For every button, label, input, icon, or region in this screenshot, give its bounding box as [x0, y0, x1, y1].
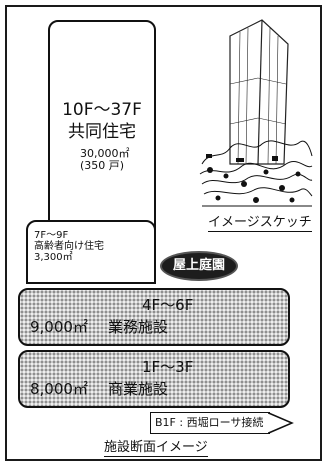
elderly-floors-label: 7F〜9F — [34, 230, 69, 241]
arrow-right-icon — [268, 412, 294, 434]
commercial-block: 1F〜3F 8,000㎡ 商業施設 — [18, 350, 290, 408]
section-caption: 施設断面イメージ — [104, 440, 208, 457]
tower-use-label: 共同住宅 — [68, 122, 136, 142]
residential-tower-block: 10F〜37F 共同住宅 30,000㎡ (350 戸) — [48, 20, 156, 248]
basement-label: B1F : 西堀ローサ接続 — [150, 412, 270, 434]
office-area-label: 9,000㎡ — [30, 318, 88, 336]
commercial-area-label: 8,000㎡ — [30, 380, 88, 398]
commercial-floors-label: 1F〜3F — [142, 358, 194, 376]
office-use-label: 業務施設 — [108, 318, 169, 336]
roof-garden-badge: 屋上庭園 — [160, 251, 238, 281]
basement-connection-arrow: B1F : 西堀ローサ接続 — [150, 412, 296, 434]
tower-floors-label: 10F〜37F — [62, 100, 142, 120]
tower-area-label: 30,000㎡ — [80, 147, 130, 160]
tower-units-label: (350 戸) — [80, 159, 125, 172]
office-floors-label: 4F〜6F — [142, 296, 194, 314]
elderly-use-label: 高齢者向け住宅 — [34, 241, 104, 252]
commercial-use-label: 商業施設 — [108, 380, 169, 398]
elderly-housing-block: 7F〜9F 高齢者向け住宅 3,300㎡ — [26, 220, 156, 284]
elderly-area-label: 3,300㎡ — [34, 252, 73, 263]
sketch-caption: イメージスケッチ — [208, 215, 312, 232]
office-block: 4F〜6F 9,000㎡ 業務施設 — [18, 288, 290, 346]
building-sketch-image — [199, 19, 313, 207]
